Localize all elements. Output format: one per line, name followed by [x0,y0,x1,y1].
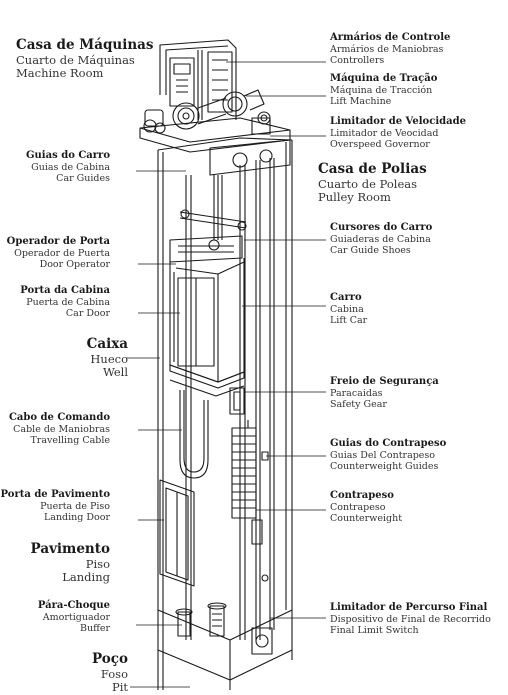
landing-door-illustration [159,479,195,587]
final-limit-switch-en: Final Limit Switch [330,625,419,636]
counterweight-es: Contrapeso [330,501,386,513]
overspeed-governor-es: Limitador de Veocidad [330,127,439,139]
safety-gear-es: Paracaidas [330,387,383,399]
buffer-en: Buffer [79,623,110,634]
car-guides-title: Guias do Carro [26,150,110,161]
label-buffer: Pára-Choque Amortiguador Buffer [38,600,110,634]
label-safety-gear: Freio de Segurança Paracaidas Safety Gea… [330,376,439,410]
landing-door-title: Porta de Pavimento [0,489,110,500]
pulley-room-es: Cuarto de Poleas [318,176,418,191]
car-guide-shoes-en: Car Guide Shoes [330,245,411,256]
landing-es: Piso [85,556,110,571]
machine-room-title: Casa de Máquinas [16,37,154,53]
controllers-title: Armários de Controle [330,32,451,43]
label-overspeed-governor: Limitador de Velocidade Limitador de Veo… [330,116,466,150]
pit-illustration [157,602,293,690]
label-lift-car: Carro Cabina Lift Car [330,292,367,326]
lift-machine-title: Máquina de Tração [330,73,438,84]
overspeed-governor-en: Overspeed Governor [330,139,430,150]
car-door-es: Puerta de Cabina [26,296,110,308]
lift-car-es: Cabina [330,303,364,315]
door-operator-title: Operador de Porta [6,236,110,247]
travelling-cable-title: Cabo de Comando [8,412,110,423]
landing-title: Pavimento [30,541,110,557]
car-guide-shoes-es: Guiaderas de Cabina [330,233,431,245]
lift-machine-es: Máquina de Tracción [330,84,433,96]
final-limit-switch-title: Limitador de Percurso Final [330,602,488,613]
label-controllers: Armários de Controle Armários de Maniobr… [330,32,450,66]
lift-car-title: Carro [330,292,362,303]
car-door-en: Car Door [65,308,110,319]
leader-lines [126,61,326,688]
label-car-door: Porta da Cabina Puerta de Cabina Car Doo… [20,285,110,319]
pulley-room-title: Casa de Polias [318,161,427,177]
travelling-cable-illustration [179,390,209,479]
overspeed-governor-title: Limitador de Velocidade [330,116,466,127]
pulley-room-en: Pulley Room [318,190,391,205]
safety-gear-title: Freio de Segurança [330,376,439,387]
pit-en: Pit [111,680,128,695]
car-door-title: Porta da Cabina [20,285,110,296]
controllers-es: Armários de Maniobras [330,43,444,55]
machine-room-en: Machine Room [16,66,104,81]
machine-room-es: Cuarto de Máquinas [16,52,135,67]
well-title: Caixa [86,336,128,352]
label-final-limit-switch: Limitador de Percurso Final Dispositivo … [330,602,491,636]
controllers-en: Controllers [330,55,385,66]
safety-gear-en: Safety Gear [330,399,387,410]
label-pit: Poço Foso Pit [91,651,128,695]
well-en: Well [102,365,128,380]
car-guides-es: Guias de Cabina [31,161,110,173]
counterweight-guides-es: Guias Del Contrapeso [330,449,436,461]
counterweight-illustration [231,420,269,582]
machine-room-illustration [139,39,291,153]
landing-door-es: Puerta de Piso [40,500,110,512]
label-landing-door: Porta de Pavimento Puerta de Piso Landin… [1,489,110,523]
lift-machine-en: Lift Machine [330,96,392,107]
counterweight-guides-title: Guias do Contrapeso [330,438,447,449]
label-car-guides: Guias do Carro Guias de Cabina Car Guide… [26,150,110,184]
label-door-operator: Operador de Porta Operador de Puerta Doo… [7,236,110,270]
final-limit-switch-es: Dispositivo de Final de Recorrido [330,613,491,625]
well-es: Hueco [90,351,128,366]
label-travelling-cable: Cabo de Comando Cable de Maniobras Trave… [9,412,110,446]
travelling-cable-en: Travelling Cable [30,435,110,446]
pit-title: Poço [91,651,128,667]
door-operator-es: Operador de Puerta [14,247,110,259]
landing-en: Landing [62,570,110,585]
car-guides-en: Car Guides [56,173,110,184]
label-machine-room: Casa de Máquinas Cuarto de Máquinas Mach… [16,37,154,81]
lift-car-en: Lift Car [330,315,368,326]
counterweight-en: Counterweight [330,513,403,524]
label-car-guide-shoes: Cursores do Carro Guiaderas de Cabina Ca… [330,222,432,256]
label-counterweight: Contrapeso Contrapeso Counterweight [330,490,402,524]
buffer-es: Amortiguador [42,611,110,623]
counterweight-guides-en: Counterweight Guides [330,461,439,472]
lift-car-illustration [169,209,247,415]
label-well: Caixa Hueco Well [86,336,128,380]
travelling-cable-es: Cable de Maniobras [13,423,110,435]
door-operator-en: Door Operator [39,259,110,270]
car-guide-shoes-title: Cursores do Carro [330,222,433,233]
pit-es: Foso [100,666,128,681]
label-lift-machine: Máquina de Tração Máquina de Tracción Li… [330,73,437,107]
counterweight-title: Contrapeso [330,490,394,501]
label-pulley-room: Casa de Polias Cuarto de Poleas Pulley R… [318,161,427,205]
landing-door-en: Landing Door [43,512,110,523]
label-counterweight-guides: Guias do Contrapeso Guias Del Contrapeso… [330,438,446,472]
buffer-title: Pára-Choque [37,600,110,611]
label-landing: Pavimento Piso Landing [30,541,110,585]
